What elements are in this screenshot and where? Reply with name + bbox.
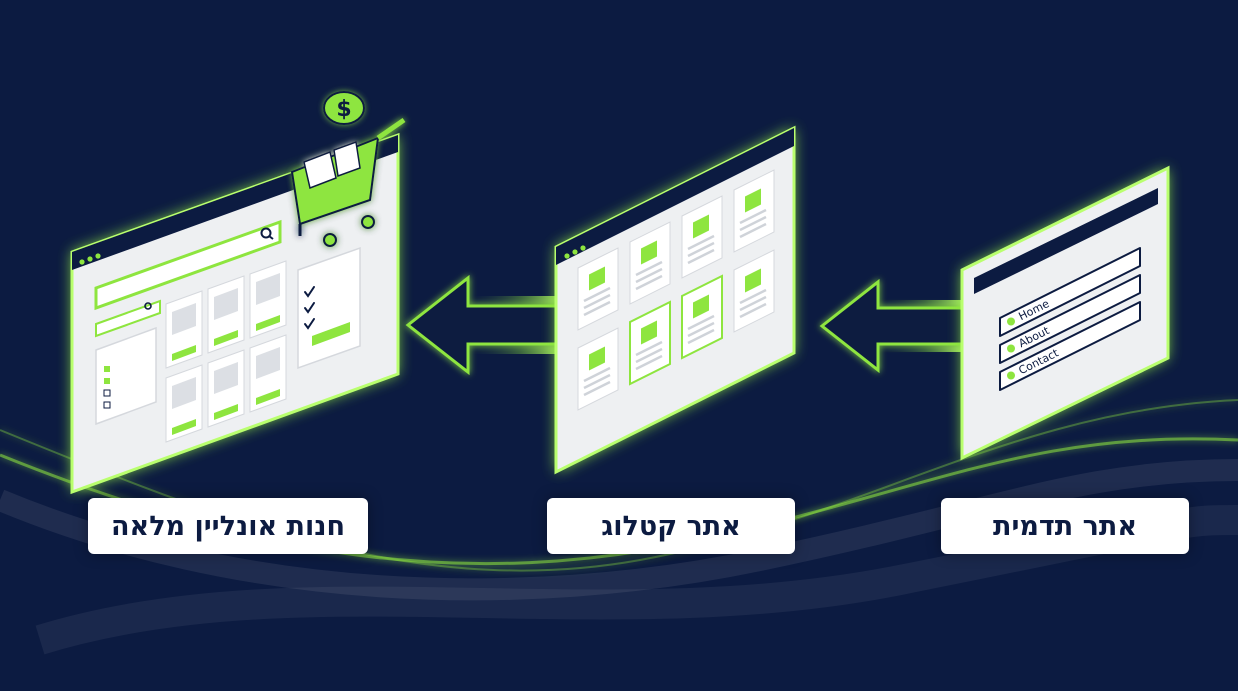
catalog-window-titlebar xyxy=(556,128,794,265)
catalog-card xyxy=(629,221,671,305)
catalog-card-text-line xyxy=(739,288,767,305)
catalog-card-text-line xyxy=(739,222,767,239)
stage-label-online-store: חנות אונליין מלאה xyxy=(88,498,368,554)
filter-checkbox xyxy=(104,378,110,384)
catalog-card-text-line xyxy=(739,302,767,319)
checkmark-icon xyxy=(304,286,315,330)
image-window-titlebar xyxy=(974,188,1158,294)
menu-pill xyxy=(999,274,1141,364)
arrow-left-icon xyxy=(405,274,565,376)
store-product-grid xyxy=(165,260,287,443)
catalog-card xyxy=(681,195,723,279)
catalog-grid xyxy=(577,169,775,411)
product-image xyxy=(256,347,280,379)
coin-symbol: $ xyxy=(336,97,351,122)
catalog-card xyxy=(733,169,775,253)
stage-label-catalog-site: אתר קטלוג xyxy=(547,498,795,554)
catalog-card-image xyxy=(641,240,657,265)
catalog-card-text-line xyxy=(687,328,715,345)
catalog-card-text-line xyxy=(635,260,663,277)
product-image xyxy=(214,288,238,320)
add-to-cart-button xyxy=(256,315,280,331)
store-checkout-panel xyxy=(297,246,361,370)
product-image xyxy=(256,273,280,305)
dollar-coin-icon: $ xyxy=(323,91,365,125)
catalog-site-illustration xyxy=(554,125,796,475)
window-dot xyxy=(79,259,85,265)
catalog-card-image xyxy=(589,346,605,371)
menu-item-about: About xyxy=(999,274,1141,364)
store-search-bar xyxy=(94,219,282,311)
window-dot xyxy=(95,253,101,259)
filter-checkbox xyxy=(103,389,111,397)
stage-label-image-site: אתר תדמית xyxy=(941,498,1189,554)
catalog-card xyxy=(681,274,723,360)
store-filters-panel xyxy=(95,326,157,426)
catalog-card-text-line xyxy=(687,248,715,265)
catalog-card-text-line xyxy=(635,340,663,357)
store-filter-search xyxy=(95,299,161,338)
menu-pill xyxy=(999,301,1141,391)
catalog-card-text-line xyxy=(583,300,611,317)
catalog-card-text-line xyxy=(583,373,611,390)
catalog-card-text-line xyxy=(739,208,767,225)
catalog-card-text-line xyxy=(687,234,715,251)
add-to-cart-button xyxy=(214,404,238,420)
menu-bullet-icon xyxy=(1007,371,1015,380)
catalog-card-text-line xyxy=(635,354,663,371)
search-icon xyxy=(144,302,152,310)
catalog-card-image xyxy=(693,294,709,319)
catalog-card-text-line xyxy=(635,274,663,291)
window-dot xyxy=(580,245,586,251)
window-dot xyxy=(564,253,570,259)
catalog-card-text-line xyxy=(687,321,715,338)
add-to-cart-button xyxy=(256,389,280,405)
menu-item-home: Home xyxy=(999,247,1141,337)
catalog-card-text-line xyxy=(739,215,767,232)
checkout-button xyxy=(312,322,350,346)
window-dot xyxy=(572,249,578,255)
catalog-card-image xyxy=(641,320,657,345)
product-image xyxy=(214,362,238,394)
shopping-cart-icon xyxy=(290,117,406,247)
arrow-left-icon xyxy=(819,278,966,374)
catalog-card-image xyxy=(745,188,761,213)
filter-checkbox xyxy=(104,366,110,372)
catalog-card xyxy=(733,249,775,333)
catalog-card-image xyxy=(745,268,761,293)
catalog-card-text-line xyxy=(583,286,611,303)
catalog-card-text-line xyxy=(687,241,715,258)
add-to-cart-button xyxy=(172,419,196,435)
catalog-card xyxy=(629,300,671,386)
filter-checkbox xyxy=(103,401,111,409)
window-dot xyxy=(87,256,93,262)
add-to-cart-button xyxy=(172,345,196,361)
catalog-card-text-line xyxy=(583,366,611,383)
menu-bullet-icon xyxy=(1007,344,1015,353)
catalog-card-image xyxy=(693,214,709,239)
catalog-card-text-line xyxy=(687,314,715,331)
catalog-card xyxy=(577,327,619,411)
catalog-card-text-line xyxy=(583,380,611,397)
catalog-card-text-line xyxy=(635,347,663,364)
menu-pill xyxy=(999,247,1141,337)
catalog-card-text-line xyxy=(583,293,611,310)
product-image xyxy=(172,377,196,409)
search-icon xyxy=(260,227,274,240)
catalog-card-image xyxy=(589,266,605,291)
catalog-card-text-line xyxy=(739,295,767,312)
product-image xyxy=(172,303,196,335)
add-to-cart-button xyxy=(214,330,238,346)
catalog-card xyxy=(577,247,619,331)
catalog-card-text-line xyxy=(635,267,663,284)
menu-bullet-icon xyxy=(1007,317,1015,326)
online-store-illustration: $ xyxy=(70,91,406,495)
